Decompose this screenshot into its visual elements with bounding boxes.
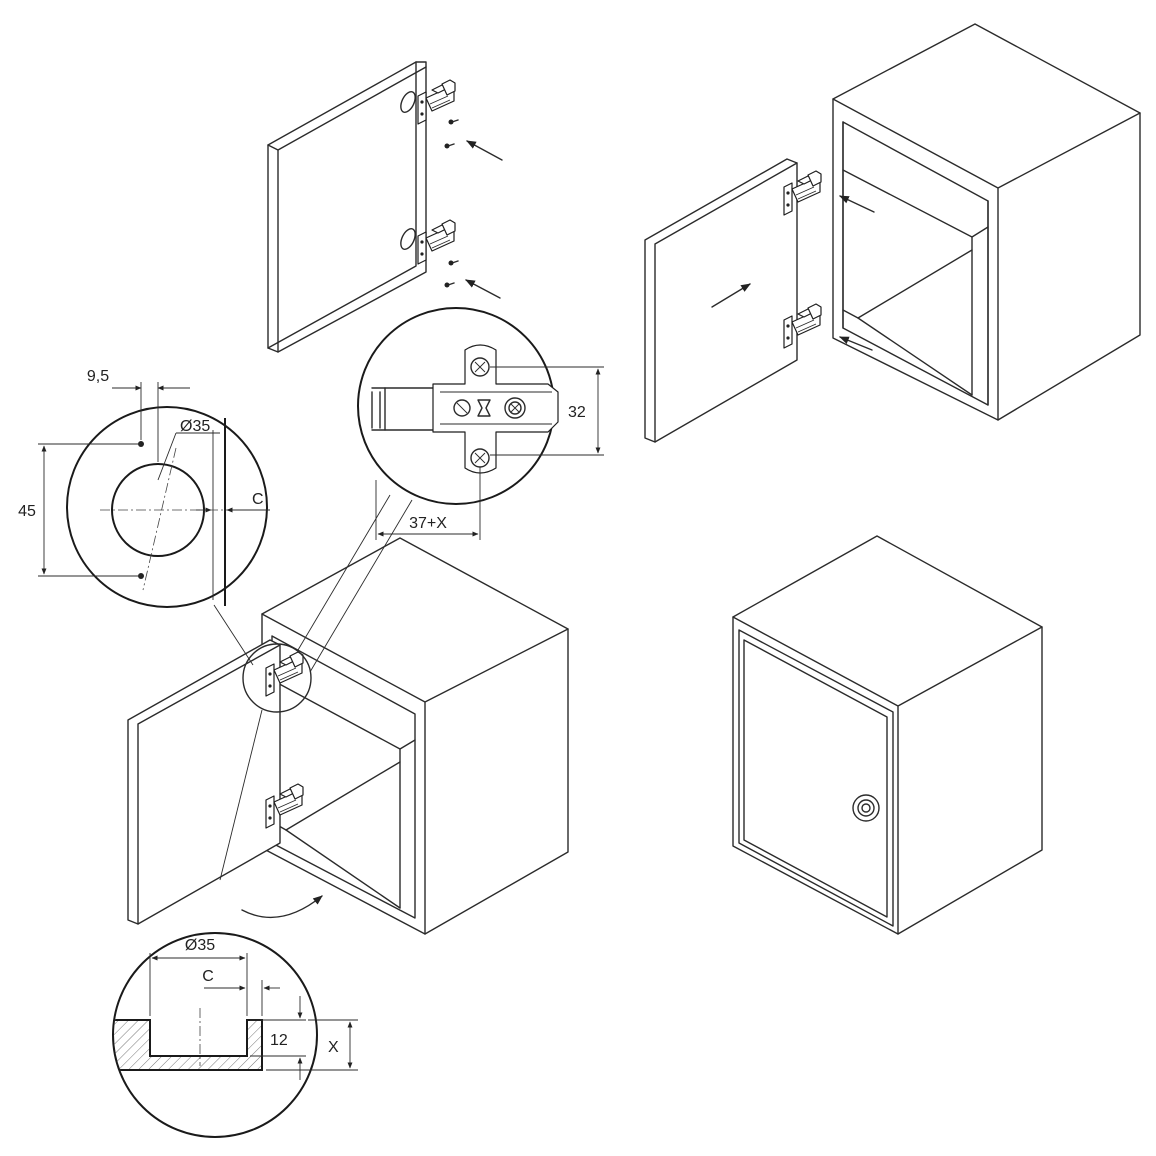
door-with-hinges [267, 61, 503, 353]
dim-plate-spacing: 32 [568, 404, 586, 421]
drilling-detail-top: 9,5 Ø35 45 C [18, 368, 270, 608]
dim-hole-spacing: 45 [18, 503, 36, 520]
dim-door-thickness: X [328, 1039, 339, 1056]
dim-edge-distance-section: C [202, 968, 214, 985]
cup-section-detail: Ø35 C 12 X [112, 932, 358, 1138]
dim-side-offset: 9,5 [87, 368, 109, 385]
cabinet-closed [732, 535, 1043, 935]
dim-edge-distance-top: C [252, 491, 264, 508]
dim-cup-diameter-section: Ø35 [185, 937, 215, 954]
cabinet-door-attach [644, 23, 1141, 443]
magnifier-leaders [213, 494, 413, 881]
dim-cup-depth: 12 [270, 1032, 288, 1049]
mounting-plate-detail: 32 37+X [357, 307, 604, 540]
cabinet-open-door [127, 537, 569, 935]
dim-cup-diameter-top: Ø35 [180, 418, 210, 435]
dim-plate-offset: 37+X [409, 515, 447, 532]
